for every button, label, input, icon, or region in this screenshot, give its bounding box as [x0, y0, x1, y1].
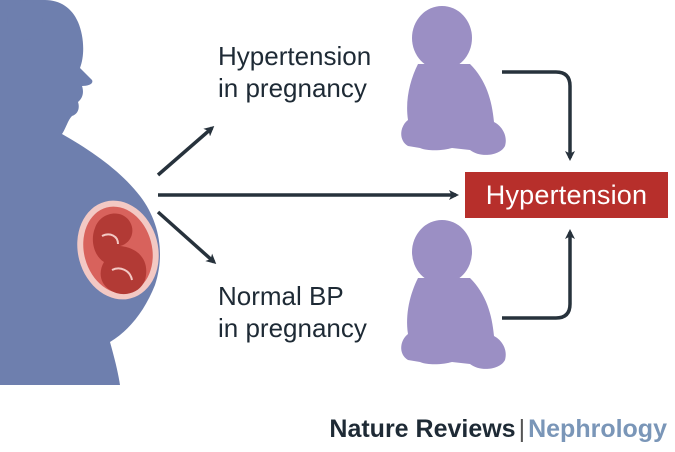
arrow-to-normal-bp [156, 210, 217, 264]
hypertension-in-pregnancy-label: Hypertension in pregnancy [218, 40, 371, 104]
hypertension-outcome-box: Hypertension [465, 172, 668, 218]
credit-separator: | [518, 415, 526, 443]
top-label-line2: in pregnancy [218, 73, 367, 103]
normal-bp-in-pregnancy-label: Normal BP in pregnancy [218, 280, 367, 344]
arrow-top-baby-to-outcome [502, 70, 575, 161]
journal-section: Nephrology [528, 415, 667, 443]
arrow-to-hypertension-pregnancy [156, 126, 215, 177]
journal-credit: Nature Reviews|Nephrology [329, 415, 667, 444]
pregnant-woman-icon [0, 0, 160, 385]
top-label-line1: Hypertension [218, 41, 372, 71]
fetus-icon [77, 200, 159, 300]
baby-bottom-icon [401, 220, 506, 369]
bottom-label-line1: Normal BP [218, 281, 344, 311]
bottom-label-line2: in pregnancy [218, 313, 367, 343]
arrow-bottom-baby-to-outcome [502, 229, 575, 320]
baby-top-icon [401, 6, 506, 155]
journal-name: Nature Reviews [329, 415, 516, 443]
